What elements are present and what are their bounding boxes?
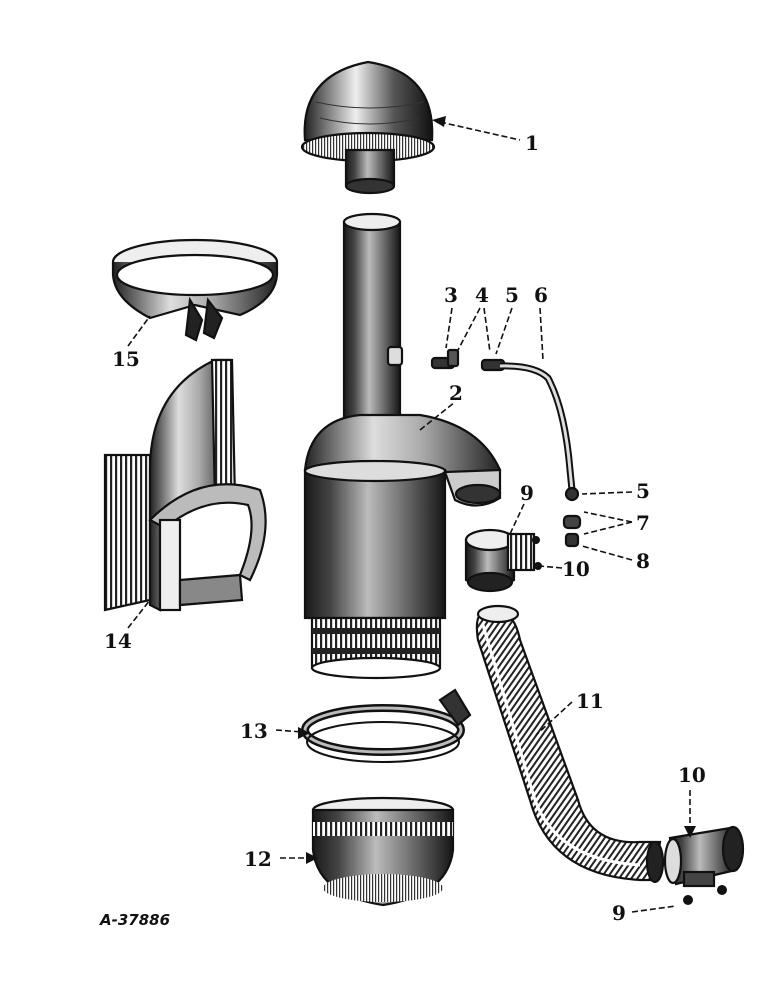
callout-10-upper: 10 <box>562 557 590 581</box>
part-vacuator-tube <box>499 362 580 502</box>
callout-3: 3 <box>444 283 458 307</box>
leader-2 <box>419 401 456 431</box>
arrow-10-lower <box>684 826 696 838</box>
callout-5-right: 5 <box>636 479 650 503</box>
callout-9-lower: 9 <box>612 901 626 925</box>
leader-3 <box>445 307 453 349</box>
part-strap <box>111 238 279 342</box>
callout-labels: 1 2 3 4 5 6 5 7 8 9 10 11 10 9 12 13 14 … <box>104 131 706 925</box>
leader-1 <box>439 121 521 141</box>
callout-15: 15 <box>112 347 140 371</box>
leader-13 <box>275 729 303 733</box>
arrow-13 <box>298 727 310 739</box>
leader-7a <box>583 511 633 523</box>
part-air-cleaner-body <box>303 212 502 680</box>
leader-9-lower <box>631 905 677 913</box>
leader-10-upper <box>539 565 563 569</box>
part-band-clamp <box>301 688 472 763</box>
leader-7b <box>583 521 633 535</box>
callout-9-upper: 9 <box>520 481 534 505</box>
callout-14: 14 <box>104 629 132 653</box>
callout-13: 13 <box>240 719 268 743</box>
leader-11 <box>535 701 573 736</box>
callout-8: 8 <box>636 549 650 573</box>
part-mounting-bracket <box>103 358 267 612</box>
part-elbow-fitting <box>430 348 460 370</box>
leader-lines <box>127 116 696 913</box>
leader-4b <box>483 307 491 353</box>
figure-id: A-37886 <box>99 911 170 929</box>
leader-9-upper <box>509 503 525 535</box>
part-adapter-lower <box>663 825 745 905</box>
callout-11: 11 <box>576 689 604 713</box>
part-hose-clamp-small <box>562 514 582 548</box>
leader-14 <box>127 599 151 629</box>
callout-5-top: 5 <box>505 283 519 307</box>
part-adapter-upper <box>464 528 542 593</box>
leader-15 <box>127 315 151 347</box>
arrow-12 <box>306 852 318 864</box>
leader-5-top <box>495 307 513 355</box>
leader-6 <box>539 307 544 361</box>
callout-4: 4 <box>475 283 489 307</box>
part-precleaner-cap <box>300 60 436 195</box>
callout-12: 12 <box>244 847 272 871</box>
callout-7: 7 <box>636 511 650 535</box>
leader-5-right <box>581 491 633 495</box>
part-air-hose <box>475 604 665 884</box>
callout-6: 6 <box>534 283 548 307</box>
callout-2: 2 <box>449 381 463 405</box>
part-oil-cup <box>311 796 455 907</box>
callout-1: 1 <box>525 131 539 155</box>
callout-10-lower: 10 <box>678 763 706 787</box>
leader-4a <box>457 307 481 351</box>
arrow-1 <box>432 116 446 127</box>
